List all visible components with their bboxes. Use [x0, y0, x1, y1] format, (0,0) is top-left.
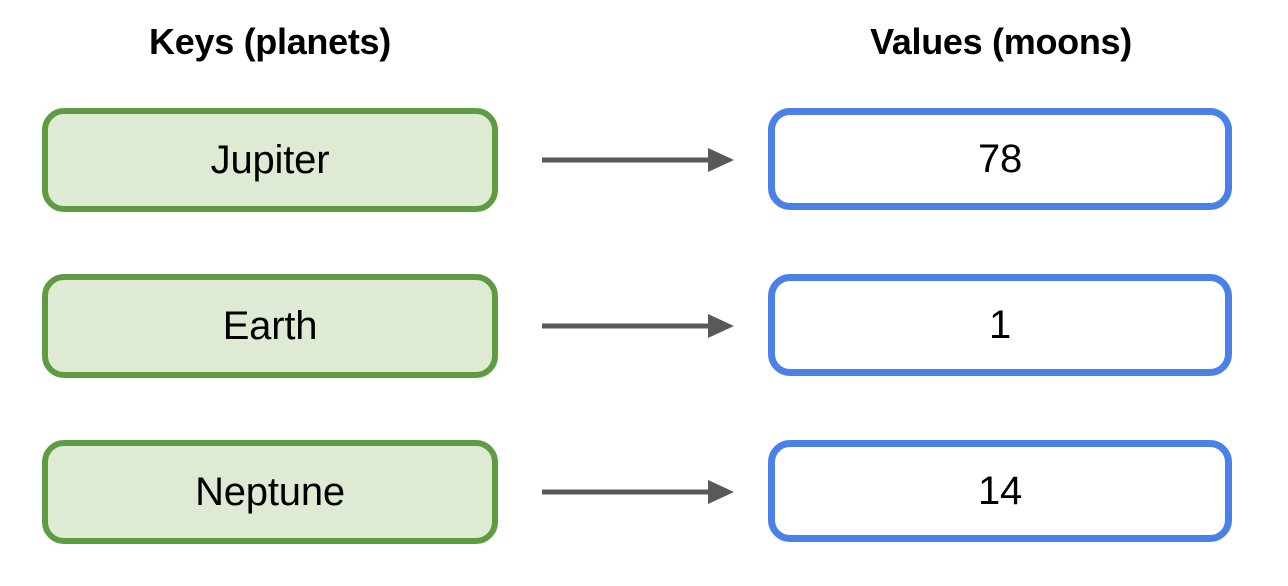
value-box-earth[interactable]: 1 — [768, 274, 1232, 376]
values-column-header: Values (moons) — [870, 21, 1132, 62]
value-label: 14 — [977, 469, 1023, 513]
key-label: Neptune — [195, 470, 345, 514]
key-box-earth[interactable]: Earth — [42, 274, 498, 378]
key-box-neptune[interactable]: Neptune — [42, 440, 498, 544]
key-label: Jupiter — [210, 138, 330, 182]
key-value-row: Jupiter 78 — [0, 108, 1288, 212]
key-value-row: Earth 1 — [0, 274, 1288, 378]
value-label: 78 — [977, 137, 1023, 181]
arrow-right-icon — [542, 148, 734, 172]
key-box-jupiter[interactable]: Jupiter — [42, 108, 498, 212]
keys-column-header: Keys (planets) — [149, 21, 391, 62]
key-label: Earth — [222, 304, 318, 348]
value-label: 1 — [988, 303, 1012, 347]
value-box-jupiter[interactable]: 78 — [768, 108, 1232, 210]
arrow-right-icon — [542, 480, 734, 504]
key-value-row: Neptune 14 — [0, 440, 1288, 544]
arrow-right-icon — [542, 314, 734, 338]
value-box-neptune[interactable]: 14 — [768, 440, 1232, 542]
